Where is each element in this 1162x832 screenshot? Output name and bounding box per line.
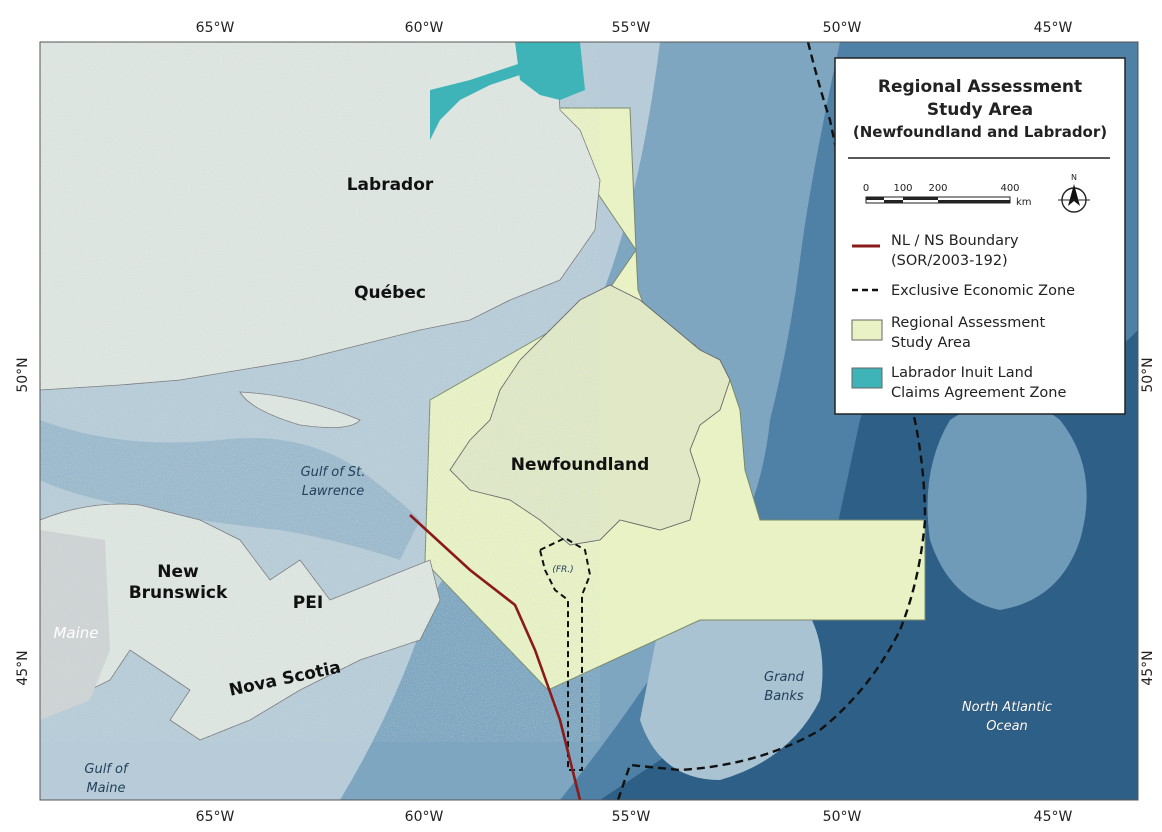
label-maine: Maine: [53, 624, 98, 642]
legend-box: [834, 57, 1126, 415]
lon-label-top: 65°W: [196, 20, 235, 36]
legend-item-label: Labrador Inuit Land: [891, 365, 1033, 381]
scale-label: 400: [1000, 183, 1019, 194]
inuit-zone-north: [515, 42, 585, 100]
left-latitude-labels: 50°N 45°N: [15, 357, 31, 685]
legend-subtitle: (Newfoundland and Labrador): [853, 123, 1107, 141]
lat-label-right: 45°N: [1140, 650, 1156, 685]
eez-line: [616, 42, 927, 800]
scale-bar-segment: [903, 197, 938, 200]
lon-label-bottom: 50°W: [823, 809, 862, 825]
legend-title-line2: Study Area: [927, 100, 1033, 120]
label-quebec: Québec: [354, 283, 426, 303]
label-fr: (FR.): [552, 565, 573, 575]
label-new-brunswick-1: New: [157, 562, 199, 582]
legend-item-inuit-zone: Labrador Inuit Land Claims Agreement Zon…: [851, 365, 1066, 401]
scale-bar-segment: [938, 200, 1010, 203]
nl-ns-boundary-line: [409, 514, 582, 800]
lon-label-bottom: 45°W: [1034, 809, 1073, 825]
scale-bar: 0 100 200 400 km: [863, 183, 1032, 208]
label-gulf-st-lawrence-2: Lawrence: [302, 484, 365, 499]
legend-item-nl-ns-boundary: NL / NS Boundary (SOR/2003-192): [852, 233, 1019, 269]
scale-label: 0: [863, 183, 869, 194]
north-letter: N: [1071, 173, 1077, 182]
legend-item-eez: Exclusive Economic Zone: [852, 283, 1075, 299]
legend-item-label: NL / NS Boundary: [891, 233, 1019, 249]
label-labrador: Labrador: [347, 175, 434, 195]
label-gulf-maine-1: Gulf of: [84, 762, 130, 777]
legend-title-line1: Regional Assessment: [878, 77, 1082, 97]
scale-bar-segment: [884, 200, 903, 203]
map-body: Labrador Québec Newfoundland New Brunswi…: [40, 42, 1138, 800]
lat-label-left: 45°N: [15, 650, 31, 685]
scale-bar-segment: [866, 197, 884, 200]
label-newfoundland: Newfoundland: [511, 455, 649, 475]
top-longitude-labels: 65°W 60°W 55°W 50°W 45°W: [196, 20, 1073, 36]
legend-item-label: Claims Agreement Zone: [891, 385, 1066, 401]
grand-banks-shoal: [640, 593, 823, 780]
legend: Regional Assessment Study Area (Newfound…: [834, 57, 1126, 415]
flemish-cap: [927, 400, 1087, 610]
legend-item-label: (SOR/2003-192): [891, 253, 1008, 269]
label-grand-banks-1: Grand: [764, 670, 805, 685]
legend-item-label: Study Area: [891, 335, 971, 351]
label-grand-banks-2: Banks: [764, 689, 804, 704]
label-new-brunswick-2: Brunswick: [129, 583, 228, 603]
label-north-atlantic-1: North Atlantic: [962, 700, 1052, 715]
label-north-atlantic-2: Ocean: [986, 719, 1028, 734]
study-area-swatch: [851, 319, 883, 341]
label-pei: PEI: [293, 593, 323, 613]
north-arrow-icon: N: [1058, 173, 1090, 213]
land-texture: [40, 42, 600, 742]
legend-item-study-area: Regional Assessment Study Area: [851, 315, 1045, 351]
inuit-zone-swatch: [851, 367, 883, 389]
french-zone-outline: [538, 536, 592, 771]
inuit-zone-south: [430, 60, 530, 140]
map-frame: [39, 41, 1139, 801]
lat-label-right: 50°N: [1140, 357, 1156, 392]
lon-label-bottom: 65°W: [196, 809, 235, 825]
lat-label-left: 50°N: [15, 357, 31, 392]
lon-label-top: 55°W: [612, 20, 651, 36]
label-gulf-maine-2: Maine: [86, 781, 125, 796]
label-gulf-st-lawrence-1: Gulf of St.: [301, 465, 366, 480]
legend-item-label: Exclusive Economic Zone: [891, 283, 1075, 299]
scale-label: 100: [893, 183, 912, 194]
lon-label-bottom: 60°W: [405, 809, 444, 825]
lon-label-bottom: 55°W: [612, 809, 651, 825]
right-latitude-labels: 50°N 45°N: [1140, 357, 1156, 685]
scale-unit: km: [1016, 197, 1032, 208]
scale-label: 200: [928, 183, 947, 194]
lon-label-top: 60°W: [405, 20, 444, 36]
bottom-longitude-labels: 65°W 60°W 55°W 50°W 45°W: [196, 809, 1073, 825]
legend-item-label: Regional Assessment: [891, 315, 1045, 331]
lon-label-top: 45°W: [1034, 20, 1073, 36]
lon-label-top: 50°W: [823, 20, 862, 36]
